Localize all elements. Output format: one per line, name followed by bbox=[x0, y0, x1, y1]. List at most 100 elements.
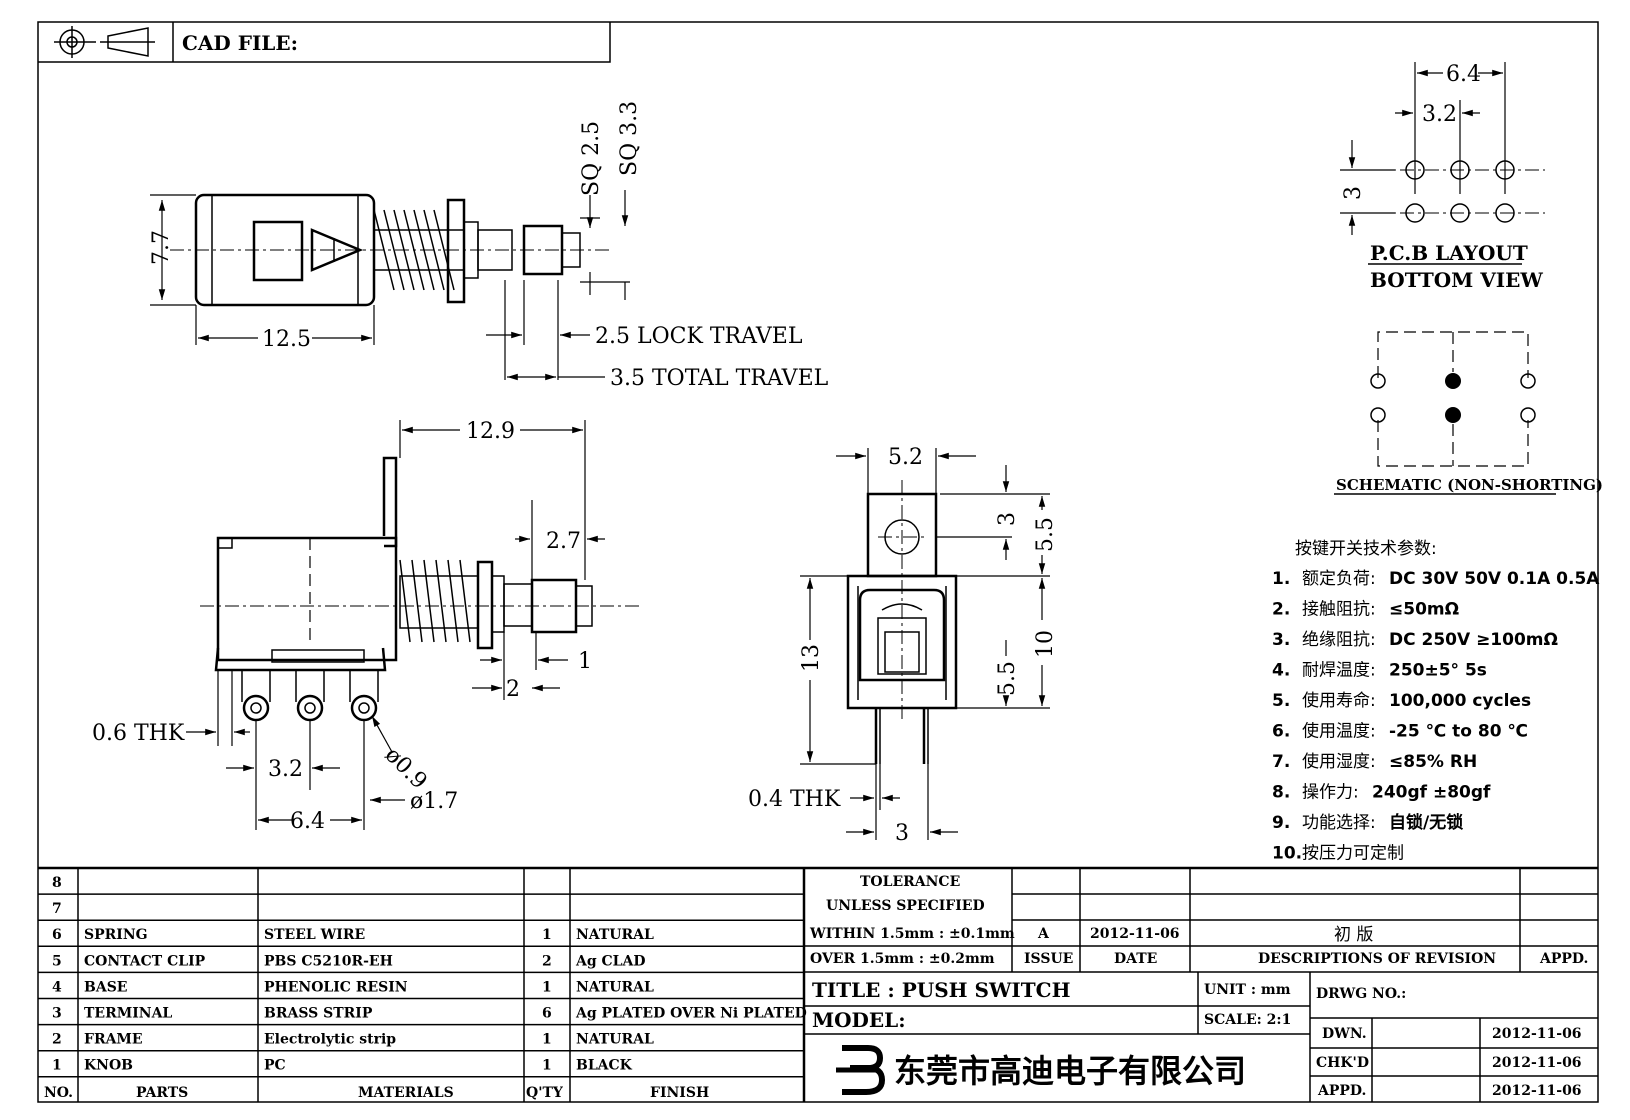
schematic-label: SCHEMATIC (NON-SHORTING) bbox=[1336, 476, 1603, 494]
bom-cell-finish: Ag PLATED OVER Ni PLATED bbox=[575, 1006, 807, 1022]
pcb-layout: 6.4 3.2 3 P.C.B LAYOUT BOTTOM VIEW bbox=[1340, 62, 1545, 292]
bom-cell-no: 7 bbox=[52, 901, 62, 917]
unless-label: UNLESS SPECIFIED bbox=[826, 898, 985, 914]
bom-cell-no: 5 bbox=[52, 953, 62, 969]
bom-cell-material: STEEL WIRE bbox=[264, 927, 365, 943]
bom-cell-material: PC bbox=[264, 1058, 286, 1074]
bom-cell-part: KNOB bbox=[84, 1058, 133, 1074]
header-box: CAD FILE: bbox=[38, 22, 611, 63]
scale-label: SCALE: 2:1 bbox=[1204, 1012, 1291, 1028]
bom-cell-finish: NATURAL bbox=[576, 979, 654, 995]
dim-hole-small: ø0.9 bbox=[380, 743, 432, 795]
spec-label: 绝缘阻抗: bbox=[1302, 630, 1376, 650]
spec-label: 使用温度: bbox=[1302, 721, 1376, 742]
lock-travel: 2.5 LOCK TRAVEL bbox=[595, 324, 803, 349]
spec-number: 10. bbox=[1272, 844, 1302, 864]
dim-pin-pitch: 3 bbox=[895, 821, 909, 846]
pcb-dim-64: 6.4 bbox=[1446, 62, 1481, 87]
pcb-dim-3: 3 bbox=[1341, 186, 1366, 200]
spec-number: 8. bbox=[1272, 783, 1290, 803]
tolerance-label: TOLERANCE bbox=[860, 874, 960, 890]
desc-header: DESCRIPTIONS OF REVISION bbox=[1258, 951, 1496, 967]
spec-value: ≤85% RH bbox=[1389, 752, 1477, 772]
bom-header-qty: Q'TY bbox=[526, 1085, 564, 1101]
pcb-title: P.C.B LAYOUT bbox=[1370, 241, 1528, 265]
bom-cell-no: 3 bbox=[52, 1006, 62, 1022]
cad-file-label: CAD FILE: bbox=[182, 31, 298, 55]
chkd-label: CHK'D bbox=[1316, 1055, 1369, 1071]
revision-desc: 初 版 bbox=[1334, 925, 1373, 945]
appd-label: APPD. bbox=[1317, 1083, 1366, 1099]
side-view: 7.7 12.5 SQ 2.5 SQ 3.3 2.5 LOCK TRAVEL 3… bbox=[149, 101, 829, 391]
drwg-no-label: DRWG NO.: bbox=[1316, 986, 1406, 1002]
spec-label: 使用寿命: bbox=[1302, 690, 1376, 711]
model-label: MODEL: bbox=[812, 1008, 906, 1032]
bom-cell-finish: BLACK bbox=[576, 1058, 633, 1074]
dim-thk: 0.6 THK bbox=[92, 721, 185, 746]
spec-number: 2. bbox=[1272, 600, 1290, 620]
spec-label: 额定负荷: bbox=[1302, 569, 1376, 589]
dim-55a: 5.5 bbox=[1033, 517, 1058, 552]
bom-cell-material: Electrolytic strip bbox=[264, 1032, 396, 1048]
spec-number: 6. bbox=[1272, 722, 1290, 742]
bom-cell-material: BRASS STRIP bbox=[264, 1006, 373, 1022]
dim-55b: 5.5 bbox=[995, 661, 1020, 696]
bom-cell-no: 6 bbox=[52, 927, 62, 943]
pcb-subtitle: BOTTOM VIEW bbox=[1370, 268, 1543, 292]
dim-t1: 1 bbox=[578, 649, 592, 674]
pcb-pads bbox=[1405, 160, 1515, 223]
bom-cell-part: FRAME bbox=[84, 1032, 143, 1048]
bom-cell-qty: 2 bbox=[542, 953, 552, 969]
spec-number: 1. bbox=[1272, 569, 1290, 589]
title-label: TITLE : PUSH SWITCH bbox=[812, 978, 1070, 1002]
bom-cell-qty: 1 bbox=[542, 1032, 552, 1048]
dim-t2: 2 bbox=[506, 677, 520, 702]
bom-header-no: NO. bbox=[44, 1085, 73, 1101]
issue-value: A bbox=[1037, 926, 1050, 942]
sheet-border bbox=[37, 21, 1599, 1103]
spec-value: ≤50mΩ bbox=[1389, 600, 1459, 620]
company-logo bbox=[836, 1045, 886, 1095]
spec-label: 操作力: bbox=[1302, 783, 1359, 803]
spec-number: 7. bbox=[1272, 752, 1290, 772]
dim-plunger: 2.7 bbox=[546, 529, 581, 554]
bom-cell-part: BASE bbox=[84, 979, 127, 995]
spec-value: -25 ℃ to 80 ℃ bbox=[1389, 722, 1528, 742]
bom-cell-finish: NATURAL bbox=[576, 927, 654, 943]
dwn-date: 2012-11-06 bbox=[1492, 1026, 1582, 1042]
dim-pitch: 3.2 bbox=[268, 757, 303, 782]
spec-list: 按键开关技术参数: 1. 额定负荷: DC 30V 50V 0.1A 0.5A 2. 接… bbox=[1272, 539, 1600, 864]
spec-label: 接触阻抗: bbox=[1302, 600, 1376, 620]
end-view: 5.2 3 5.5 10 5.5 13 0.4 THK 3 bbox=[748, 445, 1058, 846]
spec-value: 250±5° 5s bbox=[1389, 661, 1487, 681]
spec-value: DC 30V 50V 0.1A 0.5A bbox=[1389, 569, 1600, 589]
dim-width: 5.2 bbox=[888, 445, 923, 470]
dim-sq-small: SQ 2.5 bbox=[579, 121, 604, 196]
date-value: 2012-11-06 bbox=[1090, 926, 1180, 942]
dim-width: 12.9 bbox=[466, 419, 515, 444]
dim-length: 12.5 bbox=[262, 327, 311, 352]
dim-thk: 0.4 THK bbox=[748, 787, 841, 812]
bom-cell-finish: NATURAL bbox=[576, 1032, 654, 1048]
appd-header: APPD. bbox=[1539, 951, 1588, 967]
bom-cell-part: SPRING bbox=[84, 927, 148, 943]
dim-10: 10 bbox=[1033, 630, 1058, 658]
bom-cell-no: 8 bbox=[52, 875, 62, 891]
bom-header-finish: FINISH bbox=[650, 1085, 709, 1101]
spec-number: 5. bbox=[1272, 691, 1290, 711]
bom-header-material: MATERIALS bbox=[358, 1085, 454, 1101]
spec-number: 9. bbox=[1272, 813, 1290, 833]
bom-cell-no: 2 bbox=[52, 1032, 62, 1048]
spec-heading: 按键开关技术参数: bbox=[1295, 539, 1437, 559]
bom-cell-qty: 6 bbox=[542, 1006, 552, 1022]
schematic: SCHEMATIC (NON-SHORTING) bbox=[1334, 331, 1603, 495]
dim-height: 7.7 bbox=[149, 230, 174, 265]
spec-value: DC 250V ≥100mΩ bbox=[1389, 630, 1558, 650]
company-name: 东莞市高迪电子有限公司 bbox=[894, 1052, 1246, 1090]
spec-value: 100,000 cycles bbox=[1389, 691, 1531, 711]
appd-date: 2012-11-06 bbox=[1492, 1083, 1582, 1099]
spec-label: 功能选择: bbox=[1302, 813, 1376, 833]
date-header: DATE bbox=[1114, 951, 1157, 967]
